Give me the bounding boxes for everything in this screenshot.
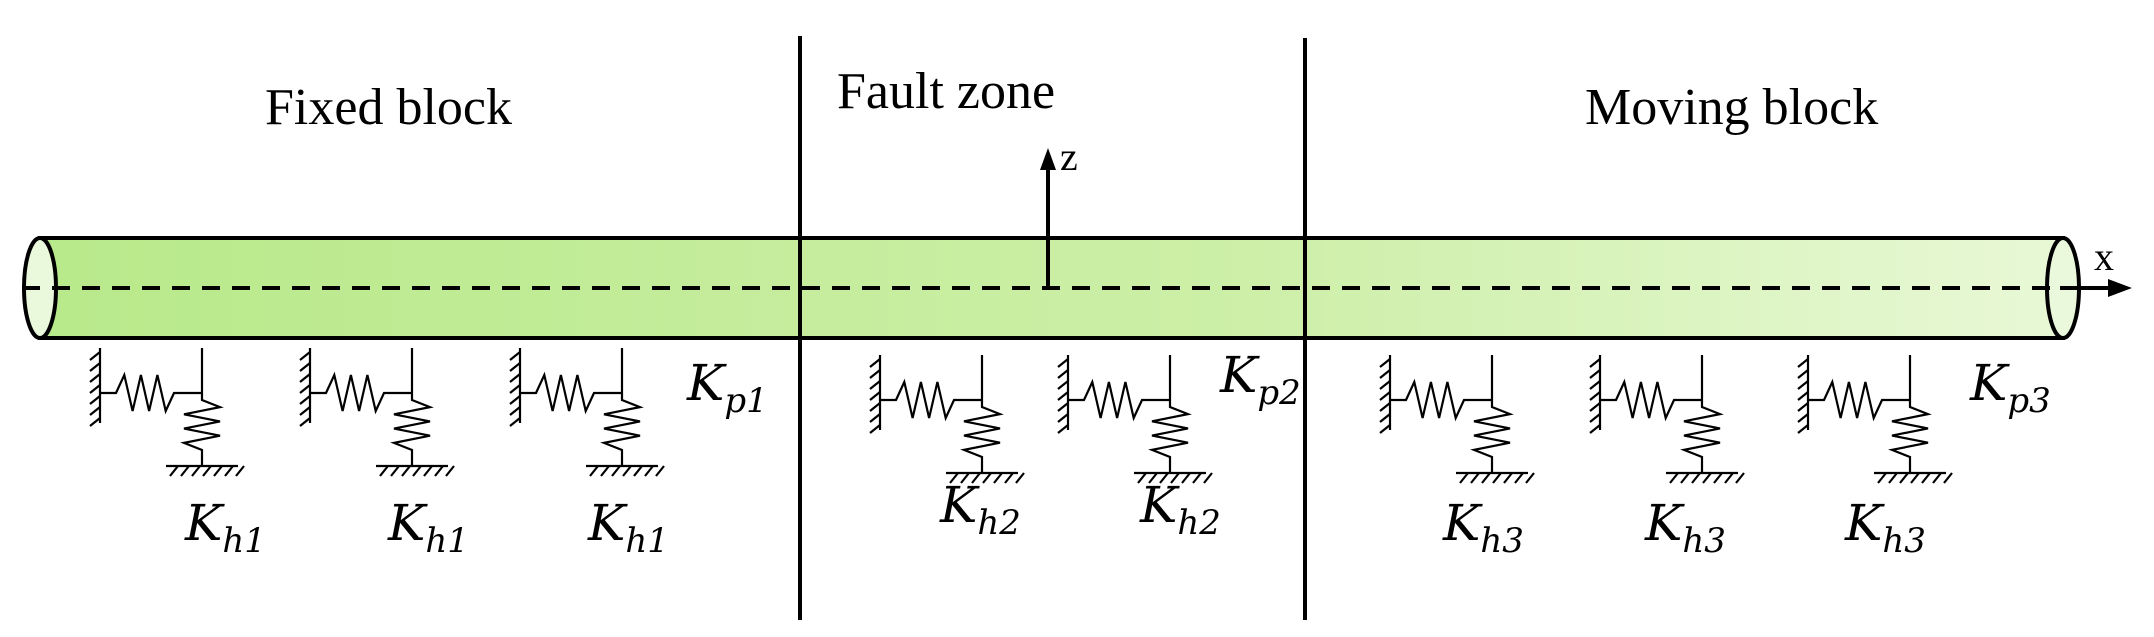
kh1-label-2: Kh1 xyxy=(387,494,469,561)
kp2-label: Kp2 xyxy=(1219,346,1301,413)
kp3-label: Kp3 xyxy=(1969,354,2051,421)
soil-spring-assembly xyxy=(1379,355,1535,484)
moving-block-title: Moving block xyxy=(1585,79,1878,136)
fixed-block-title: Fixed block xyxy=(265,79,512,136)
kh3-label-2: Kh3 xyxy=(1644,494,1726,561)
z-axis-label: z xyxy=(1060,134,1078,179)
soil-spring-assembly xyxy=(869,355,1025,484)
soil-springs xyxy=(89,348,1953,484)
kh1-label-1: Kh1 xyxy=(184,494,266,561)
kp1-label: Kp1 xyxy=(686,354,768,421)
soil-spring-assembly xyxy=(89,348,245,477)
x-axis-arrow xyxy=(2060,279,2132,297)
soil-spring-assembly xyxy=(1589,355,1745,484)
soil-spring-assembly xyxy=(299,348,455,477)
soil-spring-assembly xyxy=(1057,355,1213,484)
kh2-label-1: Kh2 xyxy=(939,476,1021,543)
x-axis-label: x xyxy=(2094,234,2114,279)
fault-zone-title: Fault zone xyxy=(837,63,1055,120)
kh3-label-1: Kh3 xyxy=(1442,494,1524,561)
kh3-label-3: Kh3 xyxy=(1844,494,1926,561)
kh2-label-2: Kh2 xyxy=(1139,476,1221,543)
z-axis xyxy=(1040,148,1056,290)
kh1-label-3: Kh1 xyxy=(587,494,669,561)
soil-spring-assembly xyxy=(1797,355,1953,484)
pipe xyxy=(22,236,2088,340)
soil-spring-assembly xyxy=(509,348,665,477)
